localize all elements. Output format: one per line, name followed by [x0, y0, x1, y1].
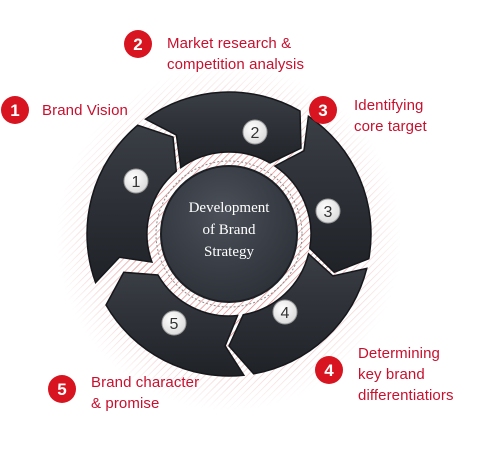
- step-badge-5: [48, 375, 76, 403]
- step-badges: 1 2 3 4 5: [1, 30, 343, 403]
- ring-number-circle-2: [242, 119, 268, 145]
- step-badge-number-1: 1: [10, 101, 19, 120]
- ring-number-circle-3: [315, 198, 341, 224]
- step-5-label: Brand character & promise: [91, 374, 200, 412]
- step-badge-2: [124, 30, 152, 58]
- step-badge-3: [309, 96, 337, 124]
- step-badge-number-4: 4: [324, 361, 334, 380]
- ring-number-circle-1: [123, 168, 149, 194]
- ring-numbers: 1 2 3 4 5: [123, 119, 341, 336]
- ring-number-3: 3: [324, 204, 333, 221]
- arrow-segment-1: [86, 124, 178, 284]
- center-disc: [160, 165, 298, 303]
- step-2-label: Market research & competition analysis: [167, 35, 305, 73]
- ring-number-1: 1: [132, 174, 141, 191]
- ring-number-5: 5: [170, 316, 179, 333]
- step-badge-1: [1, 96, 29, 124]
- step-4-label: Determining key brand differentiatiors: [358, 345, 454, 404]
- arrow-segment-2: [144, 91, 302, 170]
- center-title-line: of Brand: [203, 222, 256, 238]
- center-dashed-ring: [155, 160, 303, 308]
- arrow-segment-4: [228, 252, 368, 375]
- center-title-line: Development: [189, 200, 271, 216]
- ring-number-4: 4: [281, 305, 290, 322]
- step-1-label: Brand Vision: [42, 102, 128, 119]
- arrow-segment-3: [273, 114, 372, 274]
- center-title-line: Strategy: [204, 244, 254, 260]
- ring-number-circle-4: [272, 299, 298, 325]
- step-badge-number-2: 2: [133, 35, 142, 54]
- ring-number-2: 2: [251, 125, 260, 142]
- step-badge-number-5: 5: [57, 380, 66, 399]
- ring-number-circle-5: [161, 310, 187, 336]
- step-badge-number-3: 3: [318, 101, 327, 120]
- step-badge-4: [315, 356, 343, 384]
- step-3-label: Identifying core target: [354, 97, 427, 135]
